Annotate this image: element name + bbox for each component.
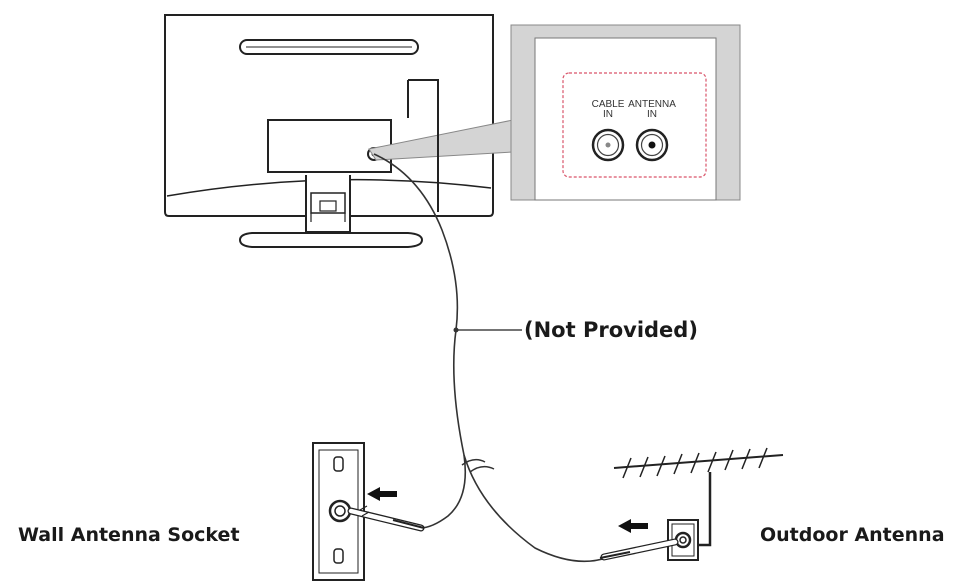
zoom-panel <box>407 24 741 212</box>
tv-stand-base <box>238 232 424 248</box>
port-box <box>562 72 707 178</box>
cable-in-label-line1: CABLE <box>591 99 625 110</box>
cable-in-label-line2: IN <box>603 109 613 120</box>
insert-arrow-outdoor <box>618 519 648 533</box>
antenna-in-label: ANTENNA IN <box>624 100 680 120</box>
cable-break-mark <box>461 458 495 473</box>
outdoor-antenna-label: Outdoor Antenna <box>760 524 945 546</box>
antenna-boom <box>613 454 784 469</box>
antenna-in-label-line2: IN <box>647 109 657 120</box>
outdoor-plug <box>599 538 679 561</box>
tv-terminal-cover <box>267 119 392 173</box>
wall-socket-label: Wall Antenna Socket <box>18 524 240 546</box>
tv-stand-neck <box>305 175 351 233</box>
wall-plug <box>347 505 425 532</box>
antenna-in-label-line1: ANTENNA <box>628 99 676 110</box>
cable-to-wall <box>419 454 467 529</box>
coax-cable <box>373 153 607 563</box>
insert-arrow-wall <box>367 487 397 501</box>
outdoor-antenna <box>613 447 784 561</box>
tv-body <box>164 14 494 217</box>
cable-to-outdoor <box>463 454 607 563</box>
antenna-feed-line <box>698 472 712 547</box>
cable-main-run <box>373 153 465 456</box>
cable-in-label: CABLE IN <box>586 100 630 120</box>
tv-rear <box>164 14 494 248</box>
cable-note-label: (Not Provided) <box>524 318 698 342</box>
zoom-back-plate <box>534 37 717 201</box>
